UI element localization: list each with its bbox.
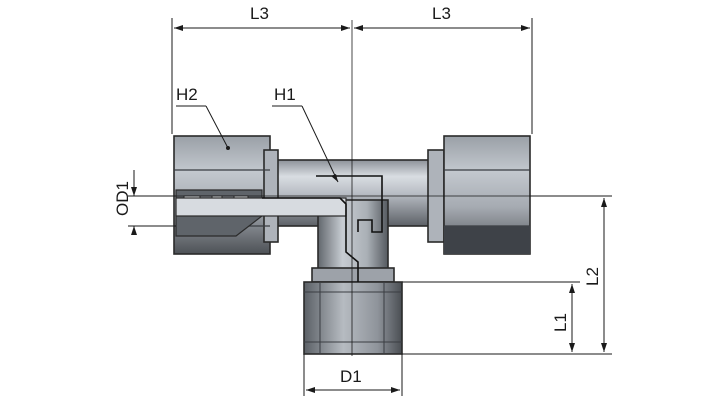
fitting-body (267, 159, 441, 355)
l1-label: L1 (551, 313, 570, 332)
l3-left-label: L3 (250, 4, 269, 23)
dimension-od1: OD1 (113, 170, 176, 235)
left-nut (173, 135, 347, 255)
l2-label: L2 (583, 267, 602, 286)
l3-right-label: L3 (432, 4, 451, 23)
dimension-l3: L3 L3 (171, 4, 533, 134)
dimension-d1: D1 (303, 354, 403, 396)
internal-bore (262, 175, 383, 282)
dimension-h1: H1 (272, 85, 339, 183)
d1-label: D1 (340, 367, 362, 386)
h1-label: H1 (274, 85, 296, 104)
thread-lines (304, 282, 402, 354)
right-nut (427, 135, 531, 255)
h2-label: H2 (176, 85, 198, 104)
od1-label: OD1 (113, 181, 132, 216)
dimension-l2: L2 (530, 195, 612, 352)
dimension-h2: H2 (176, 85, 230, 150)
dimension-l1: L1 (402, 281, 612, 355)
